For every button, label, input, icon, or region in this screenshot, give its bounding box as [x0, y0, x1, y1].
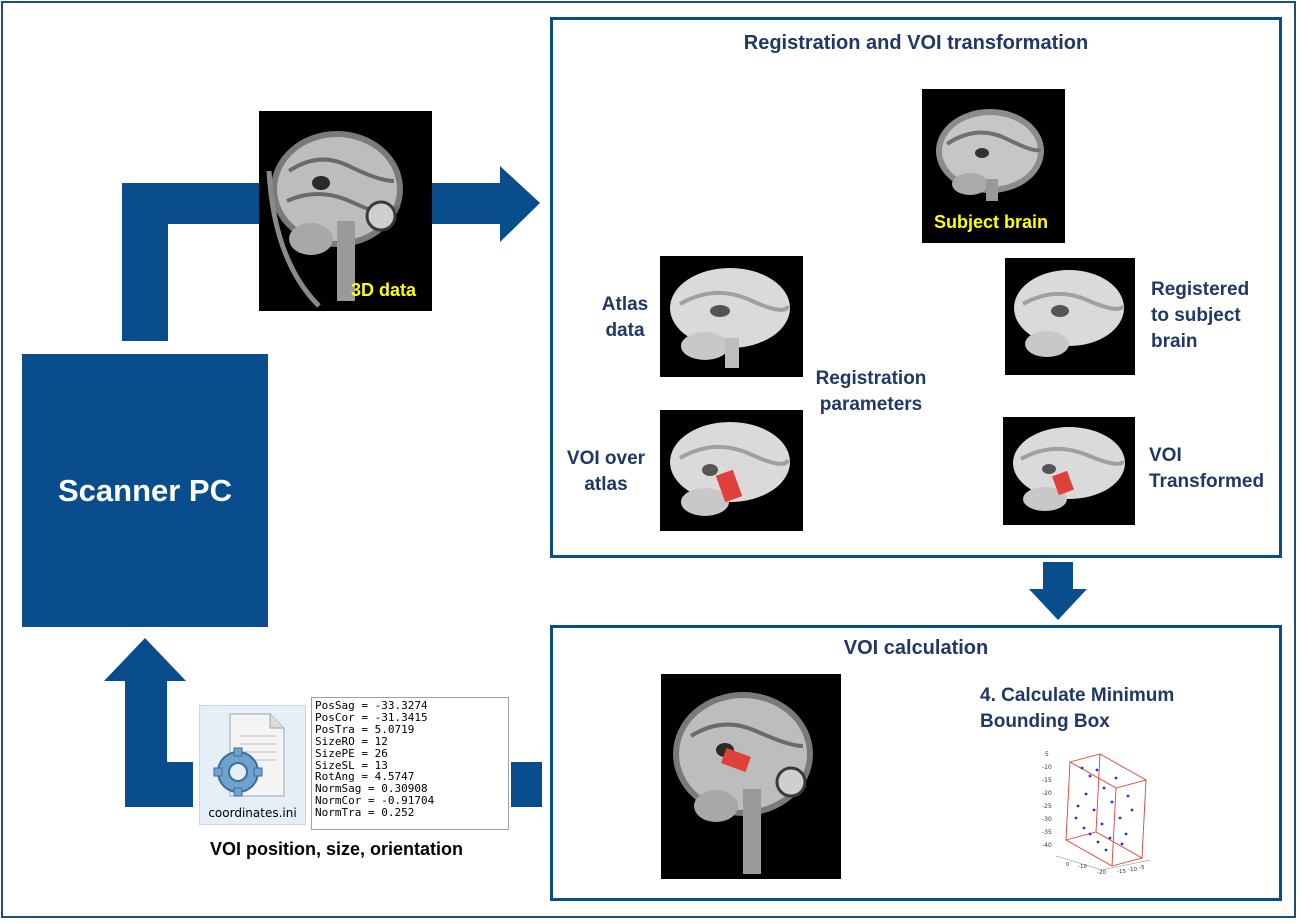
- atlas-image: [660, 256, 803, 377]
- to-registration-arrow: [432, 166, 540, 242]
- coord-line: SizeRO = 12: [315, 734, 388, 748]
- bbox-scatter-points: [1074, 766, 1134, 852]
- registered-brain-illustration: [1014, 270, 1125, 357]
- coord-line: PosTra = 5.0719: [315, 722, 415, 736]
- coordinates-file-icon[interactable]: coordinates.ini: [199, 705, 306, 825]
- subject-brain-image: Subject brain: [922, 89, 1065, 243]
- registered-image: [1005, 258, 1135, 375]
- voi-sagittal-illustration: [673, 692, 813, 874]
- down-arrow: [1029, 562, 1087, 620]
- atlas-brain-illustration: [670, 268, 790, 368]
- subject-brain-label: Subject brain: [934, 212, 1049, 232]
- coord-line: SizePE = 26: [315, 746, 388, 760]
- plot-tick-x: -5: [1139, 865, 1145, 871]
- voi-calculation-panel: VOI calculation: [550, 625, 1282, 901]
- coordinates-file-name: coordinates.ini: [208, 806, 297, 820]
- plot-tick-y: -40: [1042, 842, 1052, 849]
- to-scanner-arrow: [104, 638, 193, 807]
- voi-box-subject: [721, 748, 751, 772]
- voi-transformed-image: [1003, 417, 1135, 525]
- coord-line: PosCor = -31.3415: [315, 710, 428, 724]
- calculate-bbox-label: 4. Calculate Minimum Bounding Box: [980, 685, 1175, 732]
- plot-tick-x: 0: [1066, 862, 1070, 868]
- plot-tick-y: -30: [1042, 816, 1052, 823]
- voi-atlas-image: [660, 410, 803, 531]
- plot-tick-y: -10: [1042, 764, 1052, 771]
- sagittal-mri-illustration: [266, 131, 403, 308]
- plot-tick-x: -10: [1078, 864, 1087, 870]
- voi-box-transformed: [1052, 470, 1074, 496]
- voi-atlas-illustration: [670, 422, 790, 516]
- plot-tick-y: -20: [1042, 790, 1052, 797]
- plot-tick-y: -35: [1042, 829, 1052, 836]
- subject-brain-illustration: [936, 109, 1044, 201]
- coord-line: SizeSL = 13: [315, 758, 388, 772]
- coord-line: NormSag = 0.30908: [315, 782, 428, 796]
- 3d-data-label: 3D data: [350, 280, 416, 300]
- plot-tick-y: 5: [1045, 751, 1049, 758]
- voi-calculation-image: [661, 674, 841, 879]
- atlas-data-label: Atlas data: [601, 294, 649, 341]
- bounding-box-edges: [1064, 753, 1148, 867]
- registration-parameters-label: Registration parameters: [815, 368, 927, 415]
- voi-output-caption: VOI position, size, orientation: [210, 839, 464, 859]
- plot-tick-x: -15: [1117, 869, 1126, 875]
- voi-calculation-title: VOI calculation: [843, 637, 989, 659]
- voi-over-atlas-label: VOI over atlas: [566, 448, 646, 495]
- bounding-box-plot: 5 -10 -15 -20 -25 -30 -35 -40 0 -10 -20 …: [1042, 751, 1151, 876]
- scanner-right-connector: [122, 183, 264, 224]
- voi-box: [715, 469, 743, 503]
- scanner-pc-box: Scanner PC: [22, 354, 268, 627]
- registration-panel-title: Registration and VOI transformation: [743, 32, 1089, 54]
- scanner-pc-label: Scanner PC: [57, 472, 232, 508]
- transformation-label: 3. Transformation: [816, 455, 968, 475]
- coordinates-text-box: PosSag = -33.3274 PosCor = -31.3415 PosT…: [311, 697, 509, 830]
- 3d-data-image: 3D data: [259, 111, 432, 311]
- gear-document-icon: [213, 713, 285, 797]
- voi-out-connector: [511, 762, 542, 807]
- voi-transformed-illustration: [1013, 427, 1125, 511]
- voi-transformed-label: VOI Transformed: [1149, 445, 1265, 492]
- coord-line: NormTra = 0.252: [315, 806, 415, 820]
- coord-line: PosSag = -33.3274: [315, 699, 428, 712]
- plot-tick-y: -25: [1042, 803, 1052, 810]
- coord-line: NormCor = -0.91704: [315, 794, 435, 808]
- registered-label: Registered to subject brain: [1151, 279, 1250, 352]
- plot-tick-x: -20: [1097, 870, 1106, 876]
- coord-line: RotAng = 4.5747: [315, 770, 415, 784]
- preprocessing-label: 1. Preprocessing: [670, 153, 816, 173]
- plot-tick-y: -15: [1042, 777, 1052, 784]
- plot-tick-x: -10: [1128, 867, 1137, 873]
- registration-label: 2. Registration: [816, 307, 942, 327]
